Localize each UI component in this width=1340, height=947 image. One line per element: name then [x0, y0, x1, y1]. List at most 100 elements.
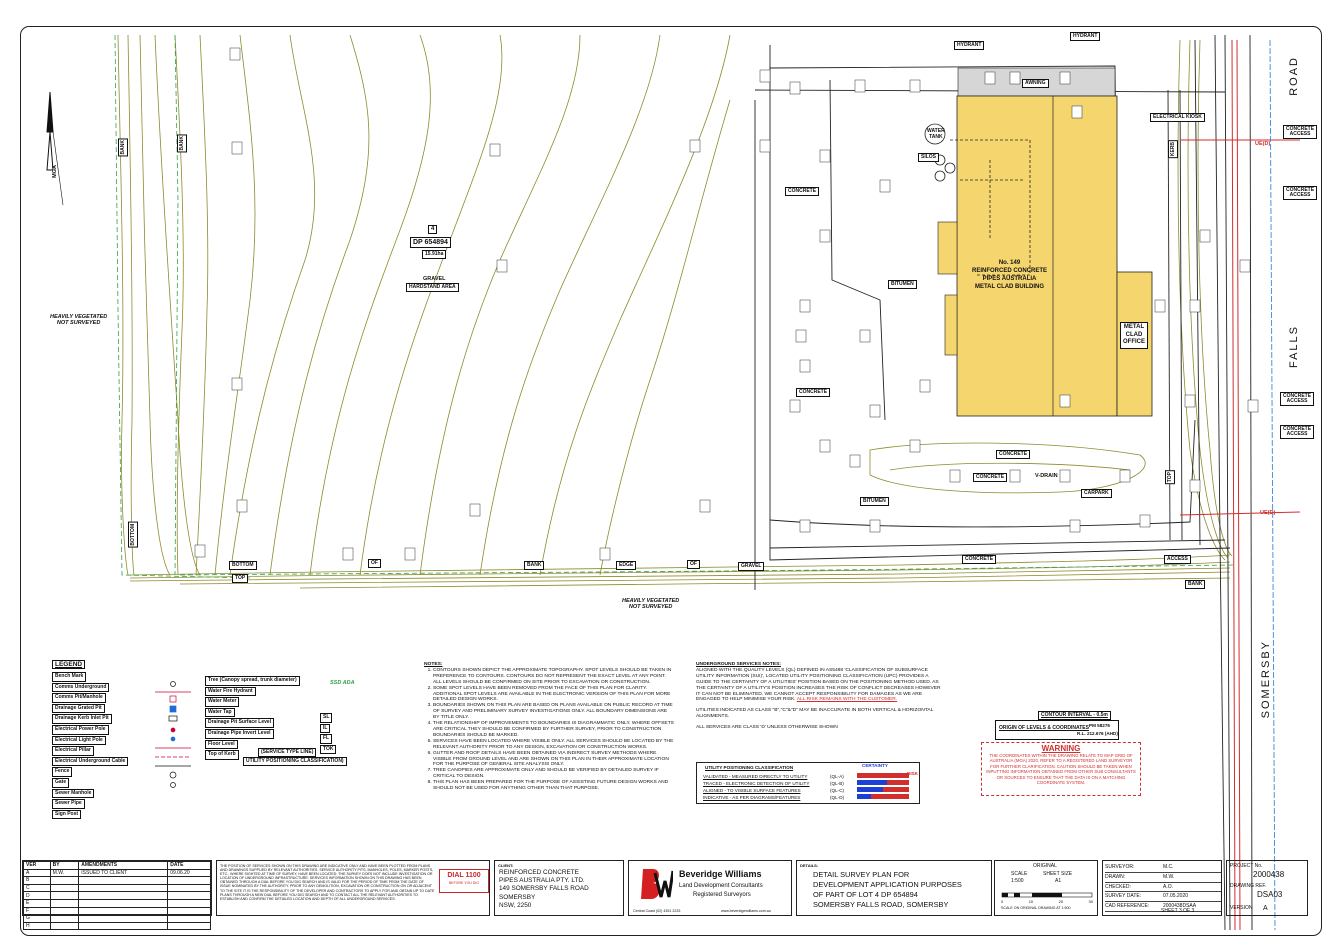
gravel-label: GRAVEL [423, 276, 446, 282]
road-name-falls: FALLS [1288, 325, 1300, 369]
upc-code: (QL-D) [830, 795, 845, 800]
ug-notes-red: ALL RISK REMAINS WITH THE CUSTOMER. [796, 697, 898, 703]
note-item: THIS PLAN HAS BEEN PREPARED FOR THE PURP… [433, 780, 674, 792]
dial-text: DIAL 1100 [447, 872, 481, 879]
lot-area: 15.91ha [422, 250, 447, 259]
legend-item: SL [320, 713, 333, 723]
legend-item: Top of Kerb [205, 750, 239, 760]
version-label: VERSION [1230, 905, 1253, 911]
note-item: GUTTER AND ROOF DETAILS HAVE BEEN OBTAIN… [433, 751, 674, 769]
amend-header: BY [49, 861, 80, 870]
underground-notes: UNDERGROUND SERVICES NOTES: ALIGNED WITH… [696, 662, 941, 731]
hardstand-label: HARDSTAND AREA [406, 283, 459, 292]
version-value: A [1263, 905, 1268, 912]
upc-table: UTILITY POSITIONING CLASSIFICATION CERTA… [696, 762, 920, 804]
upc-row: ALIGNED - TO VISIBLE SURFACE FEATURES [703, 788, 801, 793]
survey-key: SURVEY DATE: [1105, 893, 1142, 900]
amend-cell: C [23, 883, 51, 893]
note-item: TREE CANOPIES ARE APPROXIMATE ONLY AND S… [433, 768, 674, 780]
survey-value: M.W. [1163, 873, 1175, 880]
details-line: DETAIL SURVEY PLAN FOR [813, 870, 910, 879]
legend-item: Floor Level [205, 739, 238, 750]
company-phone: Central Coast (02) 4351 2233 [633, 909, 681, 913]
drawing-ref: DSA03 [1257, 890, 1283, 899]
company-sub1: Land Development Consultants [679, 883, 763, 889]
scale-tick: 30 [1088, 899, 1093, 904]
survey-key: DRAWN: [1105, 873, 1126, 880]
amend-cell: ISSUED TO CLIENT [78, 868, 169, 878]
details-line: OF PART OF LOT 4 DP 654894 [813, 890, 918, 899]
concrete-label-4: CONCRETE [973, 473, 1008, 482]
bitumen-label-1: BITUMEN [888, 280, 917, 289]
upc-code: (QL-A) [830, 774, 844, 779]
amend-cell [167, 883, 211, 893]
legend-item: Bench Mark [52, 672, 87, 682]
upc-rows: VALIDATED - MEASURED DIRECTLY TO UTILITY… [703, 773, 809, 801]
legend-item: Electrical Pillar [52, 746, 94, 756]
client-line: 149 SOMERSBY FALLS ROAD [499, 885, 589, 893]
legend-item: Drainage Kerb Inlet Pit [52, 714, 112, 724]
client-line: NSW, 2250 [499, 901, 532, 909]
top-label: TOP [232, 574, 249, 583]
upc-title: UTILITY POSITIONING CLASSIFICATION [705, 765, 794, 770]
company-web: www.beveridgewilliams.com.au [721, 909, 771, 913]
upc-codes: (QL-A)(QL-B)(QL-C)(QL-D) [830, 773, 844, 801]
amend-cell [78, 914, 169, 923]
hydrant-label-2: HYDRANT [1070, 32, 1101, 41]
boundary-lines [114, 34, 1236, 579]
amend-cell [49, 891, 80, 900]
details-label: DETAILS: [800, 863, 819, 868]
company-sub2: Registered Surveyors [693, 892, 751, 898]
legend-item: Electrical Power Pole [52, 724, 109, 735]
survey-key: SURVEYOR: [1105, 864, 1135, 870]
origin-label: ORIGIN OF LEVELS & COORDINATES [999, 725, 1089, 731]
company-logo [641, 869, 673, 899]
scale-tick: 10 [1028, 899, 1034, 904]
client-line: REINFORCED CONCRETE [499, 869, 579, 876]
client-line: PIPES AUSTRALIA PTY. LTD. [499, 877, 585, 885]
amend-cell [78, 891, 169, 900]
project-panel: PROJECT No. 2000438 DRAWING REF. DSA03 V… [1226, 860, 1308, 916]
survey-value: A.O. [1163, 883, 1174, 890]
ug-notes-p1: ALIGNED WITH THE QUALITY LEVELS (QL) DEF… [696, 667, 941, 703]
bank-vert-label-2: BANK [177, 134, 187, 153]
silos-label: SILOS [918, 153, 940, 162]
amend-row: E [23, 898, 211, 908]
upc-row: VALIDATED - MEASURED DIRECTLY TO UTILITY [703, 774, 808, 779]
amend-cell [167, 906, 211, 916]
note-item: SOME SPOT LEVELS HAVE BEEN REMOVED FROM … [433, 686, 674, 704]
origin-pm: PM 58276 [1089, 723, 1110, 728]
lot-number: 4 [428, 225, 438, 234]
scale-note: SCALE ON ORIGINAL DRAWING AT 1:500 [1001, 906, 1071, 910]
top-vert-label: TOP [1165, 470, 1175, 485]
scale-tick: 20 [1058, 899, 1064, 904]
details-line: SOMERSBY FALLS ROAD, SOMERSBY [813, 900, 949, 909]
amend-cell [167, 914, 211, 923]
upc-bars [857, 773, 909, 799]
amend-cell: M.W. [49, 868, 80, 878]
survey-rows: SURVEYOR:M.C.DRAWN:M.W.CHECKED:A.O.SURVE… [1105, 863, 1221, 912]
warning-title: WARNING [1041, 744, 1081, 753]
north-arrow [46, 91, 64, 206]
survey-value: 2000438DSAA [1163, 903, 1197, 910]
amend-cell [49, 876, 80, 885]
survey-info-panel: SURVEYOR:M.C.DRAWN:M.W.CHECKED:A.O.SURVE… [1102, 860, 1222, 916]
legend-item: Water Fire Hydrant [205, 686, 256, 697]
survey-value: 07.05.2020 [1163, 893, 1189, 900]
project-label: PROJECT No. [1230, 863, 1263, 869]
contour-lines [117, 34, 1233, 589]
concrete-label-3: CONCRETE [996, 450, 1031, 459]
amend-row: G [23, 914, 211, 923]
spot-levels [194, 47, 1259, 561]
sheet-size-label: SHEET SIZE [1043, 871, 1073, 877]
kerb-vert-label: KERB [1168, 140, 1178, 159]
upc-row: TRACED - ELECTRONIC DETECTION OF UTILITY [703, 781, 810, 786]
water-lines [1269, 39, 1276, 931]
